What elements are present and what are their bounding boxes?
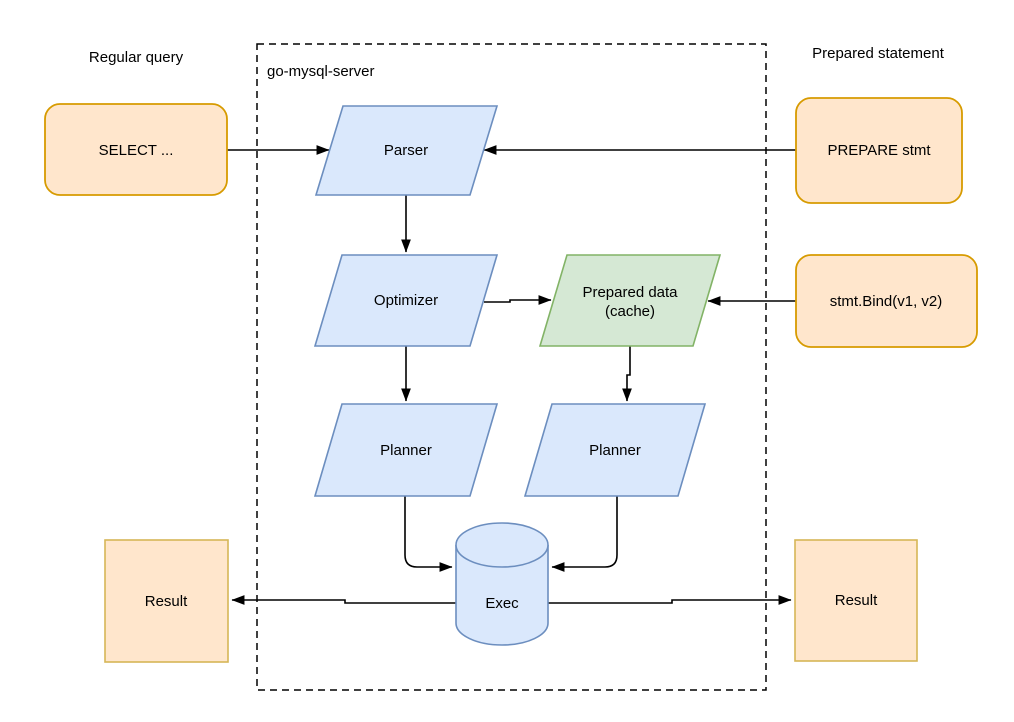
node-optimizer: Optimizer [313,254,499,347]
node-select: SELECT ... [44,103,228,196]
parser-label: Parser [384,142,428,159]
prepared-data-cache-label-line1: Prepared data [582,284,678,301]
prepared-data-cache-label-line2: (cache) [605,303,655,320]
edge-cache-to-planner-right [622,346,632,402]
node-prepared-data-cache: Prepared data (cache) [538,254,722,347]
prepare-stmt-label: PREPARE stmt [827,142,931,159]
exec-cylinder-body [455,545,549,646]
exec-label: Exec [485,595,519,612]
planner-left-shape [313,403,499,497]
result-left-label: Result [145,593,188,610]
node-planner-right: Planner [523,403,707,497]
container-go-mysql-server: go-mysql-server [256,43,767,691]
optimizer-label: Optimizer [374,292,438,309]
exec-cylinder-top [455,522,549,568]
optimizer-shape [313,254,499,347]
node-result-right: Result [794,539,918,662]
edge-exec-to-result-left [231,595,456,605]
stmt-bind-label: stmt.Bind(v1, v2) [830,293,943,310]
edge-planner-right-to-exec [551,496,618,572]
edge-planner-left-to-exec [404,496,453,572]
node-result-left: Result [104,539,229,663]
edge-optimizer-to-cache [484,295,552,305]
node-planner-left: Planner [313,403,499,497]
planner-left-label: Planner [380,442,432,459]
parser-shape [314,105,499,196]
select-box [44,103,228,196]
edge-exec-to-result-right [548,595,792,605]
node-stmt-bind: stmt.Bind(v1, v2) [795,254,978,348]
node-parser: Parser [314,105,499,196]
stmt-bind-box [795,254,978,348]
regular-query-label: Regular query [89,49,184,66]
container-label: go-mysql-server [267,63,375,80]
planner-right-shape [523,403,707,497]
prepare-stmt-box [795,97,963,204]
edges [227,145,796,605]
planner-right-label: Planner [589,442,641,459]
node-exec: Exec [455,522,549,646]
result-right-box [794,539,918,662]
prepared-data-cache-shape [538,254,722,347]
select-label: SELECT ... [99,142,174,159]
prepared-statement-label: Prepared statement [812,45,945,62]
result-left-box [104,539,229,663]
node-prepare-stmt: PREPARE stmt [795,97,963,204]
container-dashed-border [256,43,767,691]
result-right-label: Result [835,592,878,609]
